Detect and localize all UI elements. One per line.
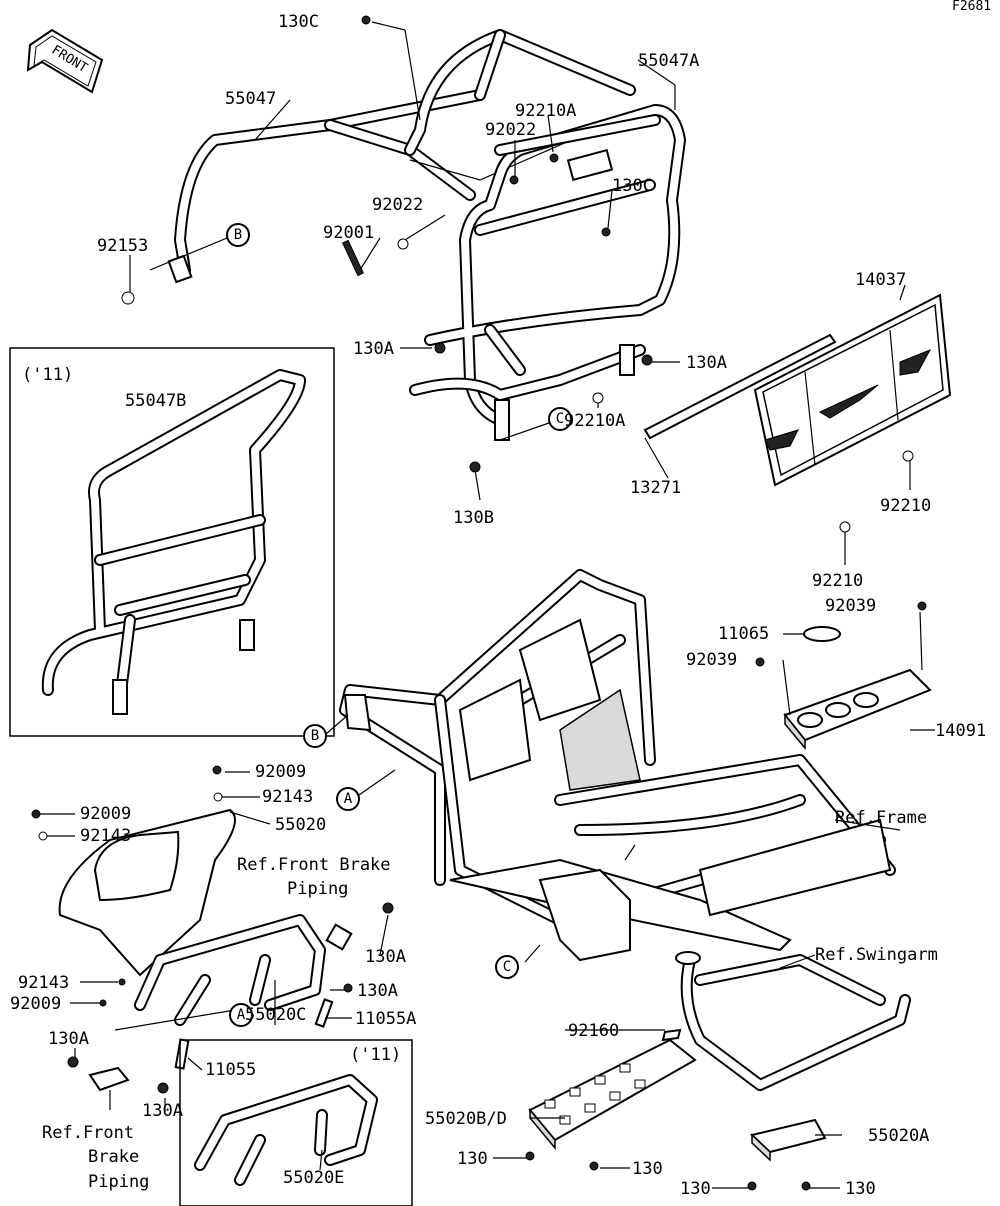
svg-text:C: C	[503, 959, 511, 975]
guard-frame-55047A	[409, 104, 686, 441]
label-ref-frame: Ref.Frame	[835, 808, 927, 828]
label-92210A-mid: 92210A	[564, 411, 625, 431]
label-92210-lower: 92210	[812, 571, 863, 591]
callout-a-bracket: A	[229, 1003, 253, 1027]
svg-text:B: B	[234, 227, 242, 243]
label-130C-top: 130C	[278, 12, 319, 32]
callout-a-frame: A	[336, 787, 360, 811]
label-130-mid: 130	[632, 1159, 663, 1179]
svg-text:B: B	[311, 728, 319, 744]
label-ref-swingarm: Ref.Swingarm	[815, 945, 938, 965]
bracket-inset-box	[179, 1039, 413, 1206]
label-130A-lower-left: 130A	[48, 1029, 89, 1049]
label-ref-fbp-bottom-2: Brake	[88, 1147, 139, 1167]
label-55047: 55047	[225, 89, 276, 109]
label-55047A: 55047A	[638, 51, 699, 71]
label-55020BD: 55020B/D	[425, 1109, 507, 1129]
skid-plate-55020BD	[528, 1038, 697, 1151]
label-130-bl: 130	[680, 1179, 711, 1199]
guard-inset-year: ('11)	[22, 365, 73, 385]
label-130A-bracket2: 130A	[357, 981, 398, 1001]
label-ref-front-brake-piping-2: Piping	[287, 879, 348, 899]
label-92001: 92001	[323, 223, 374, 243]
grommet-92160	[661, 1028, 682, 1042]
guard-frame-55047B	[41, 369, 306, 715]
label-130C-mid: 130C	[612, 176, 653, 196]
bracket-inset-year: ('11)	[350, 1045, 401, 1065]
svg-text:A: A	[237, 1007, 246, 1023]
bracket-55020E	[194, 1074, 378, 1186]
label-92009-top: 92009	[255, 762, 306, 782]
main-frame	[339, 569, 896, 962]
figure-code: F2681	[952, 0, 991, 14]
label-14091: 14091	[935, 721, 986, 741]
label-92210A-top: 92210A	[515, 101, 576, 121]
label-92009-left: 92009	[80, 804, 131, 824]
callout-c-top: C	[548, 407, 572, 431]
label-ref-fbp-bottom-1: Ref.Front	[42, 1123, 134, 1143]
bracket-55020C	[88, 914, 353, 1092]
callout-b-frame: B	[303, 724, 327, 748]
label-55047B: 55047B	[125, 391, 186, 411]
swingarm-ref	[675, 951, 911, 1091]
label-92039-left: 92039	[686, 650, 737, 670]
svg-text:A: A	[344, 791, 353, 807]
label-92039-right: 92039	[825, 596, 876, 616]
label-55020C: 55020C	[245, 1005, 306, 1025]
seal-13271	[643, 333, 837, 440]
label-92143-left: 92143	[80, 826, 131, 846]
label-11055: 11055	[205, 1060, 256, 1080]
label-130-br: 130	[845, 1179, 876, 1199]
label-92143-bottom: 92143	[18, 973, 69, 993]
label-92022-mid: 92022	[372, 195, 423, 215]
guard-frame-55047	[167, 29, 641, 284]
label-92160: 92160	[568, 1021, 619, 1041]
label-55020A: 55020A	[868, 1126, 929, 1146]
label-92153: 92153	[97, 236, 148, 256]
label-92210-upper: 92210	[880, 496, 931, 516]
callout-b-top: B	[226, 223, 250, 247]
cap-11065	[803, 626, 841, 642]
skid-plate-55020A	[749, 1118, 827, 1162]
label-55020E: 55020E	[283, 1168, 344, 1188]
label-130-left: 130	[457, 1149, 488, 1169]
label-14037: 14037	[855, 270, 906, 290]
cover-14091	[783, 668, 932, 751]
label-11055A: 11055A	[355, 1009, 416, 1029]
label-92143-top: 92143	[262, 787, 313, 807]
front-arrow-icon: FRONT	[26, 28, 104, 94]
label-55020: 55020	[275, 815, 326, 835]
label-130A-bracket: 130A	[365, 947, 406, 967]
label-11065: 11065	[718, 624, 769, 644]
label-92022-top: 92022	[485, 120, 536, 140]
label-ref-front-brake-piping-1: Ref.Front Brake	[237, 855, 391, 875]
label-130A-left: 130A	[353, 339, 394, 359]
front-guard-55020	[58, 808, 236, 977]
label-ref-fbp-bottom-3: Piping	[88, 1172, 149, 1192]
fastener-icons	[31, 15, 927, 1191]
svg-text:C: C	[556, 411, 564, 427]
label-130A-lower: 130A	[142, 1101, 183, 1121]
part-labels: 130C 55047A 55047 92210A 92022 92022 130…	[10, 12, 986, 1199]
screen-14037	[753, 293, 952, 487]
callout-c-frame: C	[495, 955, 519, 979]
label-13271: 13271	[630, 478, 681, 498]
label-92009-bottom: 92009	[10, 994, 61, 1014]
label-130A-right: 130A	[686, 353, 727, 373]
label-130B: 130B	[453, 508, 494, 528]
guard-inset-box	[9, 347, 335, 737]
